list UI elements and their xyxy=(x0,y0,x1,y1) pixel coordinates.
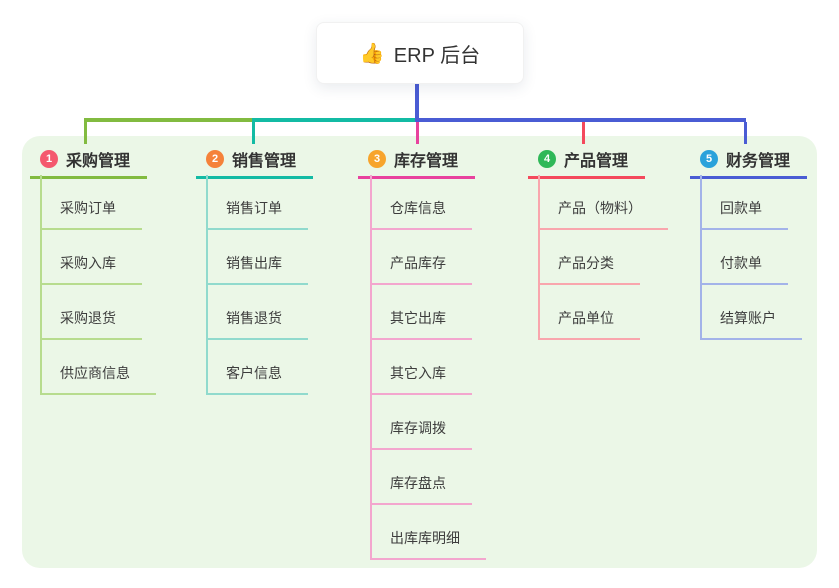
child-node[interactable]: 产品（物料） xyxy=(540,175,668,230)
connector-drop-sales xyxy=(252,122,255,144)
branch-underline xyxy=(528,176,645,179)
branch-number-badge: 1 xyxy=(40,150,58,168)
child-label: 采购入库 xyxy=(60,255,116,271)
child-label: 产品单位 xyxy=(558,310,614,326)
branch-underline xyxy=(358,176,475,179)
child-node[interactable]: 产品分类 xyxy=(540,230,640,285)
branch-number-badge: 4 xyxy=(538,150,556,168)
connector-drop-product xyxy=(582,122,585,144)
child-node[interactable]: 结算账户 xyxy=(702,285,802,340)
connector-drop-finance xyxy=(744,122,747,144)
branch-number-badge: 3 xyxy=(368,150,386,168)
root-node[interactable]: 👍 ERP 后台 xyxy=(316,22,524,84)
child-label: 库存调拨 xyxy=(390,420,446,436)
child-node[interactable]: 出库库明细 xyxy=(372,505,486,560)
branch-finance-children: 回款单 付款单 结算账户 xyxy=(700,175,802,340)
branch-purchase: 1 采购管理 采购订单 采购入库 采购退货 供应商信息 xyxy=(30,146,156,395)
branch-inventory: 3 库存管理 仓库信息 产品库存 其它出库 其它入库 库存调拨 库存盘点 出库库… xyxy=(358,146,486,560)
branch-label: 产品管理 xyxy=(564,153,629,170)
connector-drop-inventory xyxy=(416,122,419,144)
child-node[interactable]: 产品库存 xyxy=(372,230,472,285)
branch-sales: 2 销售管理 销售订单 销售出库 销售退货 客户信息 xyxy=(196,146,314,395)
branch-purchase-header[interactable]: 1 采购管理 xyxy=(30,146,148,172)
child-node[interactable]: 采购退货 xyxy=(42,285,142,340)
child-label: 采购退货 xyxy=(60,310,116,326)
child-label: 销售出库 xyxy=(226,255,282,271)
connector-horizontal-blue xyxy=(415,118,746,122)
branch-sales-header[interactable]: 2 销售管理 xyxy=(196,146,314,172)
child-label: 其它入库 xyxy=(390,365,446,381)
child-node[interactable]: 其它入库 xyxy=(372,340,472,395)
child-node[interactable]: 销售退货 xyxy=(208,285,308,340)
connector-horizontal-teal xyxy=(252,118,417,122)
branch-inventory-header[interactable]: 3 库存管理 xyxy=(358,146,476,172)
child-node[interactable]: 回款单 xyxy=(702,175,788,230)
child-node[interactable]: 采购订单 xyxy=(42,175,142,230)
child-node[interactable]: 产品单位 xyxy=(540,285,640,340)
child-label: 产品（物料） xyxy=(558,200,642,216)
child-node[interactable]: 销售订单 xyxy=(208,175,308,230)
root-label: ERP 后台 xyxy=(393,44,481,67)
child-label: 产品库存 xyxy=(390,255,446,271)
branch-underline xyxy=(196,176,313,179)
branch-label: 财务管理 xyxy=(726,153,791,170)
child-label: 销售退货 xyxy=(226,310,282,326)
branch-label: 库存管理 xyxy=(394,153,459,170)
branch-inventory-children: 仓库信息 产品库存 其它出库 其它入库 库存调拨 库存盘点 出库库明细 xyxy=(370,175,486,560)
child-node[interactable]: 其它出库 xyxy=(372,285,472,340)
child-label: 付款单 xyxy=(720,255,762,271)
child-label: 客户信息 xyxy=(226,365,282,381)
branches-background-panel xyxy=(22,136,817,568)
branch-underline xyxy=(30,176,147,179)
child-label: 采购订单 xyxy=(60,200,116,216)
thumbs-up-icon: 👍 xyxy=(359,42,385,65)
child-node[interactable]: 库存调拨 xyxy=(372,395,472,450)
child-node[interactable]: 客户信息 xyxy=(208,340,308,395)
branch-product-header[interactable]: 4 产品管理 xyxy=(528,146,646,172)
child-node[interactable]: 采购入库 xyxy=(42,230,142,285)
child-label: 销售订单 xyxy=(226,200,282,216)
branch-underline xyxy=(690,176,807,179)
child-node[interactable]: 仓库信息 xyxy=(372,175,472,230)
child-node[interactable]: 供应商信息 xyxy=(42,340,156,395)
branch-product: 4 产品管理 产品（物料） 产品分类 产品单位 xyxy=(528,146,668,340)
child-label: 供应商信息 xyxy=(60,365,130,381)
branch-label: 销售管理 xyxy=(232,153,297,170)
connector-root-drop xyxy=(415,81,419,121)
branch-finance-header[interactable]: 5 财务管理 xyxy=(690,146,808,172)
child-label: 结算账户 xyxy=(720,310,776,326)
child-label: 回款单 xyxy=(720,200,762,216)
child-node[interactable]: 销售出库 xyxy=(208,230,308,285)
child-label: 出库库明细 xyxy=(390,530,460,546)
branch-number-badge: 2 xyxy=(206,150,224,168)
child-label: 仓库信息 xyxy=(390,200,446,216)
child-node[interactable]: 付款单 xyxy=(702,230,788,285)
child-label: 库存盘点 xyxy=(390,475,446,491)
branch-finance: 5 财务管理 回款单 付款单 结算账户 xyxy=(690,146,808,340)
connector-horizontal-green xyxy=(84,118,254,122)
branch-sales-children: 销售订单 销售出库 销售退货 客户信息 xyxy=(206,175,308,395)
child-label: 产品分类 xyxy=(558,255,614,271)
branch-product-children: 产品（物料） 产品分类 产品单位 xyxy=(538,175,668,340)
branch-label: 采购管理 xyxy=(66,153,131,170)
child-node[interactable]: 库存盘点 xyxy=(372,450,472,505)
connector-drop-purchase xyxy=(84,122,87,144)
branch-purchase-children: 采购订单 采购入库 采购退货 供应商信息 xyxy=(40,175,156,395)
branch-number-badge: 5 xyxy=(700,150,718,168)
child-label: 其它出库 xyxy=(390,310,446,326)
